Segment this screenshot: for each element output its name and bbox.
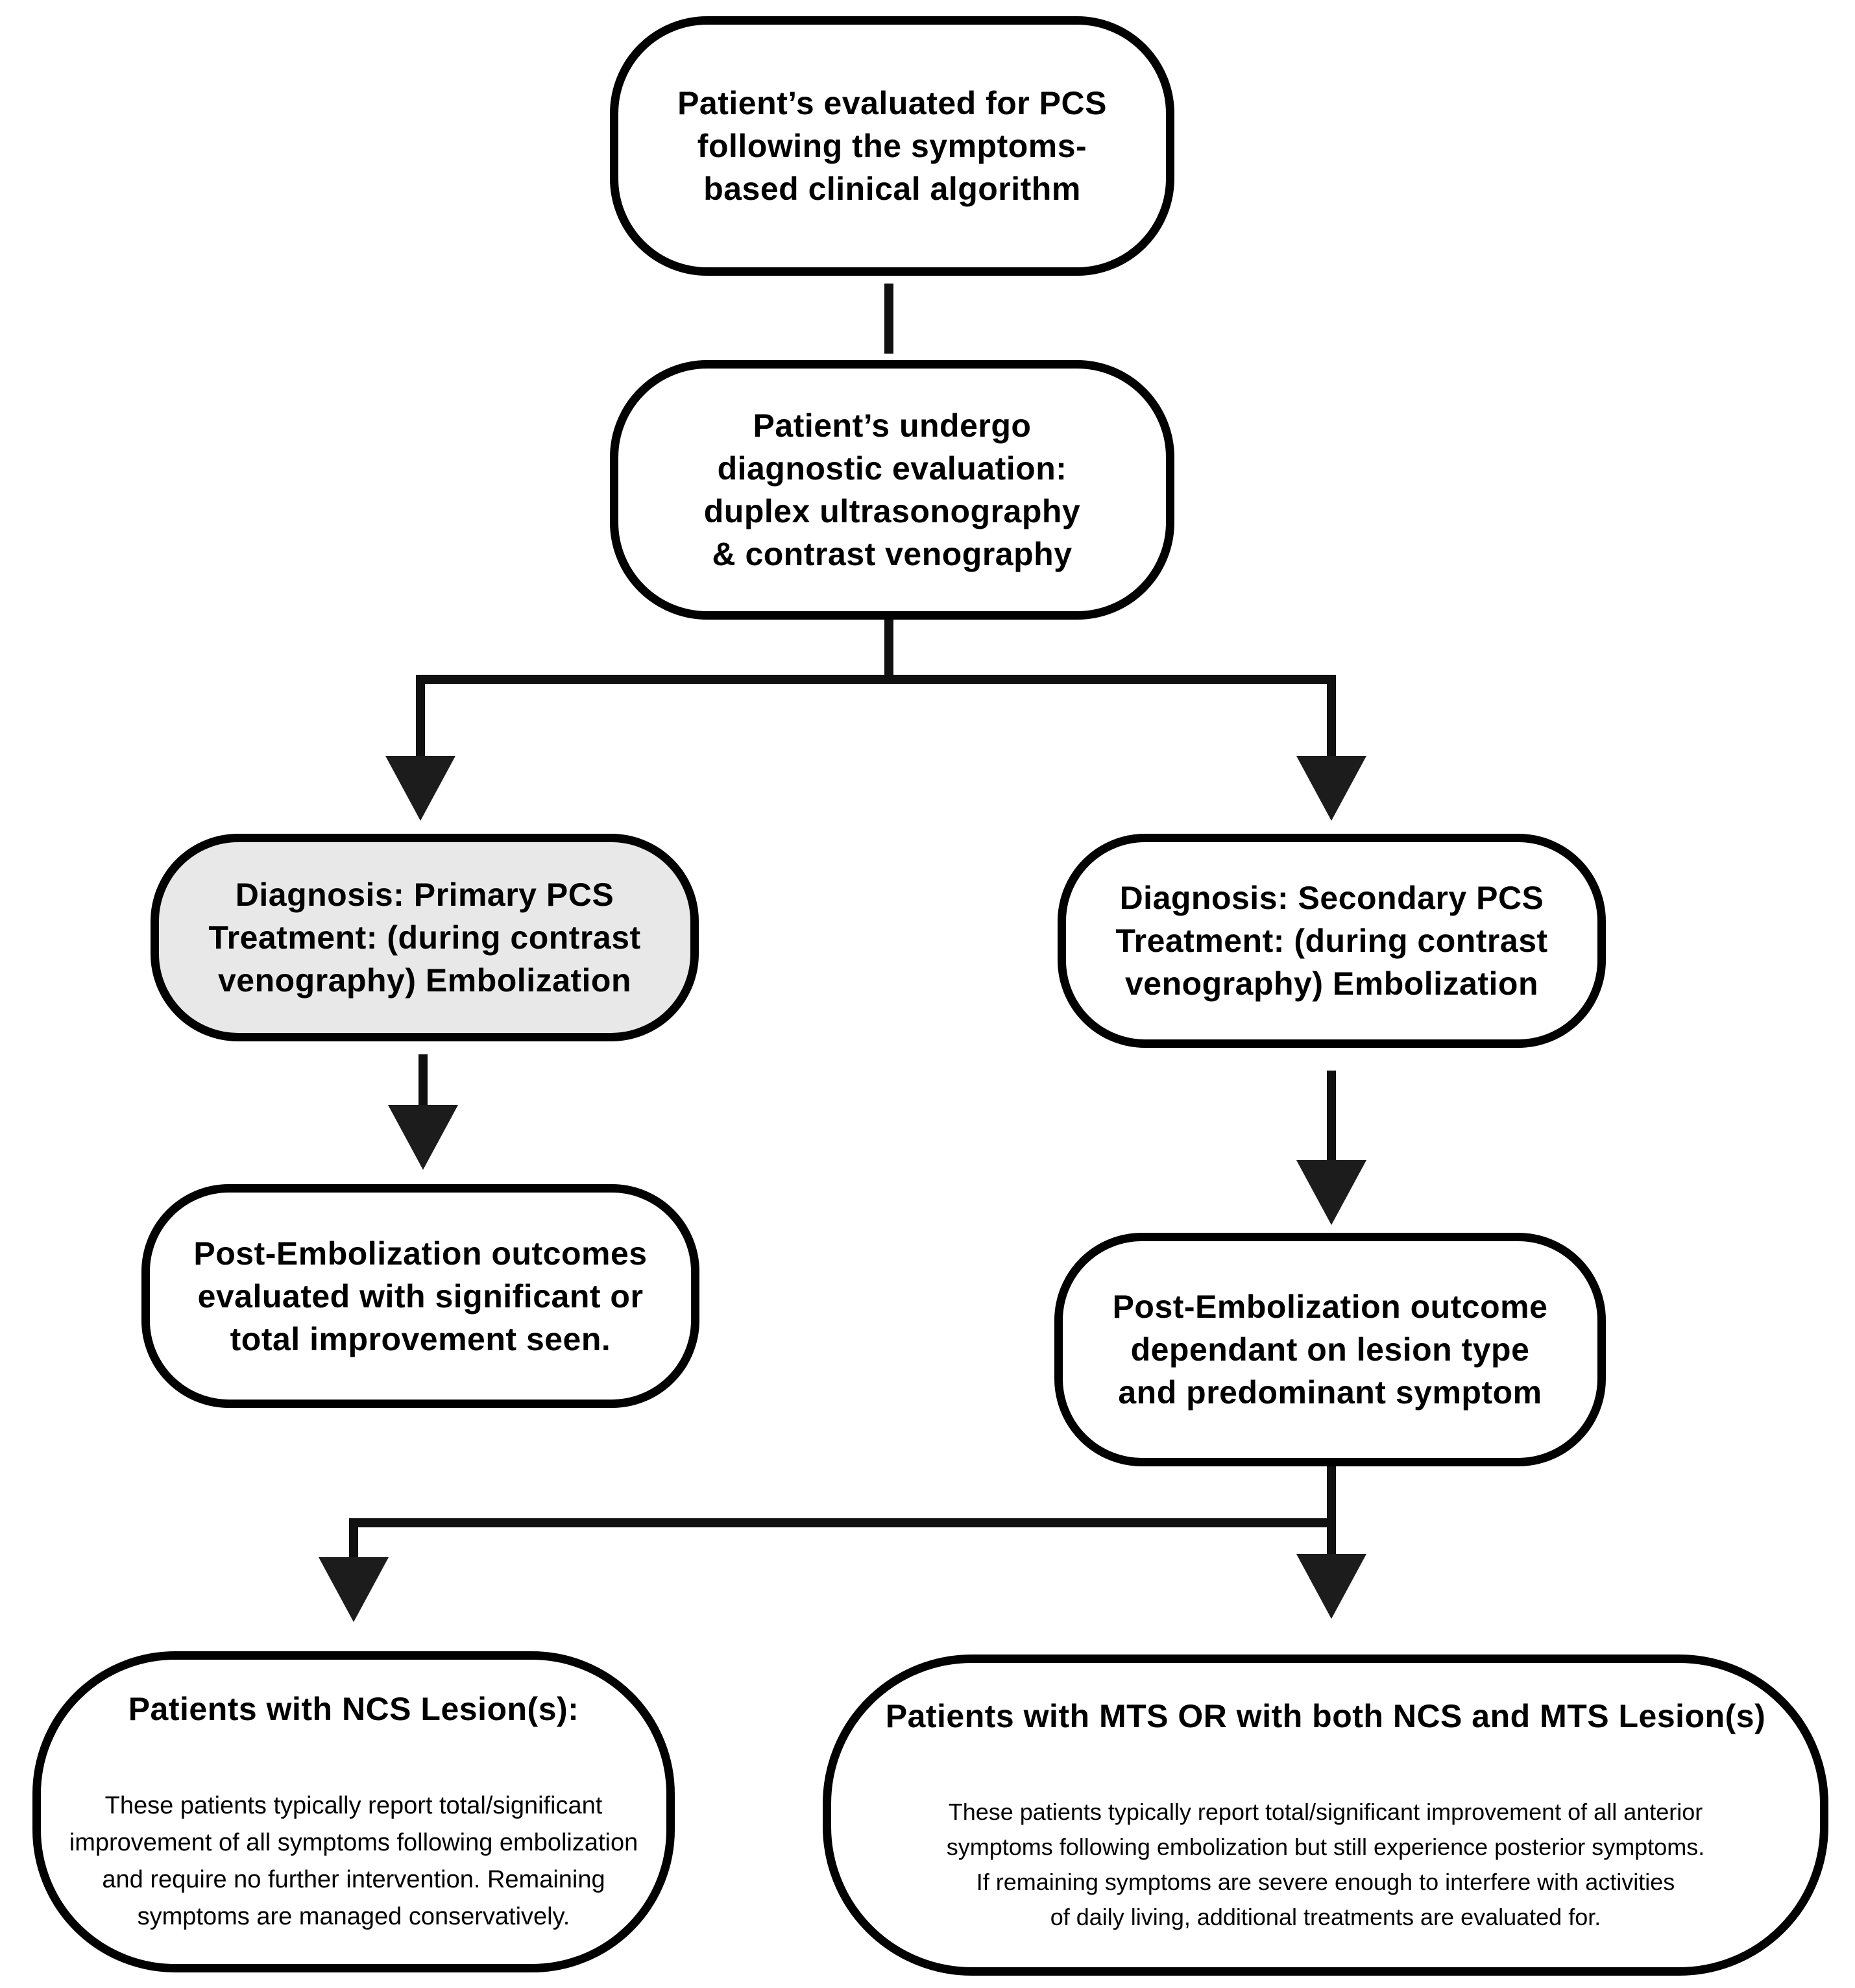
connector-split2-bar — [349, 1518, 1336, 1527]
connector-split2-left-stem — [349, 1527, 358, 1558]
down-arrowhead-icon — [388, 1105, 458, 1170]
node-secondary-text: Diagnosis: Secondary PCS Treatment: (dur… — [1115, 880, 1548, 1002]
node-patients-mts-or-both-lesions: Patients with MTS OR with both NCS and M… — [823, 1655, 1828, 1976]
connector-primary-to-post-stem — [418, 1054, 428, 1106]
down-arrowhead-icon — [319, 1557, 389, 1622]
connector-split2-stem — [1327, 1466, 1336, 1554]
node-ncs-body: These patients typically report total/si… — [69, 1792, 638, 1930]
connector-split1-stem — [884, 620, 893, 684]
node-evaluated-for-pcs: Patient’s evaluated for PCS following th… — [610, 16, 1174, 276]
node-evaluated-text: Patient’s evaluated for PCS following th… — [677, 85, 1107, 207]
node-post-primary-text: Post-Embolization outcomes evaluated wit… — [193, 1235, 648, 1357]
node-diagnosis-secondary-pcs: Diagnosis: Secondary PCS Treatment: (dur… — [1058, 834, 1606, 1048]
down-arrowhead-icon — [1296, 756, 1366, 821]
connector-split1-bar — [416, 675, 1336, 684]
connector-evaluated-to-diagnostic — [884, 284, 893, 354]
down-arrowhead-icon — [1296, 1554, 1366, 1619]
node-post-embolization-outcome-secondary: Post-Embolization outcome dependant on l… — [1054, 1233, 1606, 1466]
node-mts-body: These patients typically report total/si… — [946, 1799, 1705, 1930]
down-arrowhead-icon — [1296, 1160, 1366, 1225]
connector-secondary-to-post-stem — [1327, 1071, 1336, 1160]
node-post-embolization-outcomes-primary: Post-Embolization outcomes evaluated wit… — [141, 1184, 699, 1408]
node-diagnosis-primary-pcs: Diagnosis: Primary PCS Treatment: (durin… — [151, 834, 699, 1041]
node-diagnostic-text: Patient’s undergo diagnostic evaluation:… — [703, 407, 1081, 572]
node-mts-title: Patients with MTS OR with both NCS and M… — [885, 1698, 1766, 1734]
down-arrowhead-icon — [385, 756, 455, 821]
node-post-secondary-text: Post-Embolization outcome dependant on l… — [1112, 1289, 1548, 1411]
connector-split1-left-stem — [416, 684, 425, 756]
node-primary-text: Diagnosis: Primary PCS Treatment: (durin… — [208, 877, 641, 999]
node-patients-ncs-lesions: Patients with NCS Lesion(s): These patie… — [32, 1651, 675, 1972]
connector-split1-right-stem — [1327, 684, 1336, 756]
node-ncs-title: Patients with NCS Lesion(s): — [128, 1691, 579, 1727]
node-diagnostic-evaluation: Patient’s undergo diagnostic evaluation:… — [610, 360, 1174, 620]
